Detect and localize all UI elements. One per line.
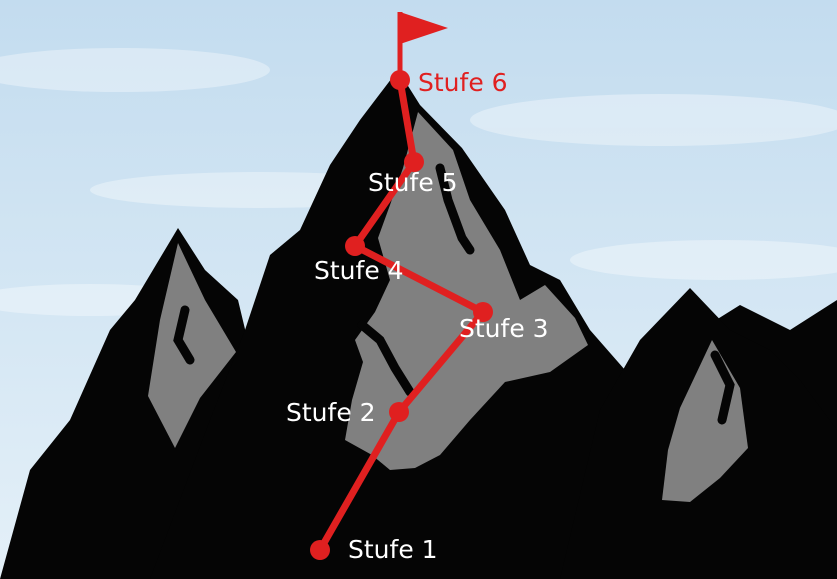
stage-label-2: Stufe 2	[286, 398, 376, 428]
stage-marker-2	[389, 402, 409, 422]
stage-label-3: Stufe 3	[459, 314, 549, 344]
stage-label-4: Stufe 4	[314, 256, 404, 286]
stage-marker-6	[390, 70, 410, 90]
stage-label-6-summit: Stufe 6	[418, 68, 508, 98]
stage-marker-1	[310, 540, 330, 560]
stage-marker-4	[345, 236, 365, 256]
stage-label-5: Stufe 5	[368, 168, 458, 198]
stage-label-1: Stufe 1	[348, 535, 438, 565]
